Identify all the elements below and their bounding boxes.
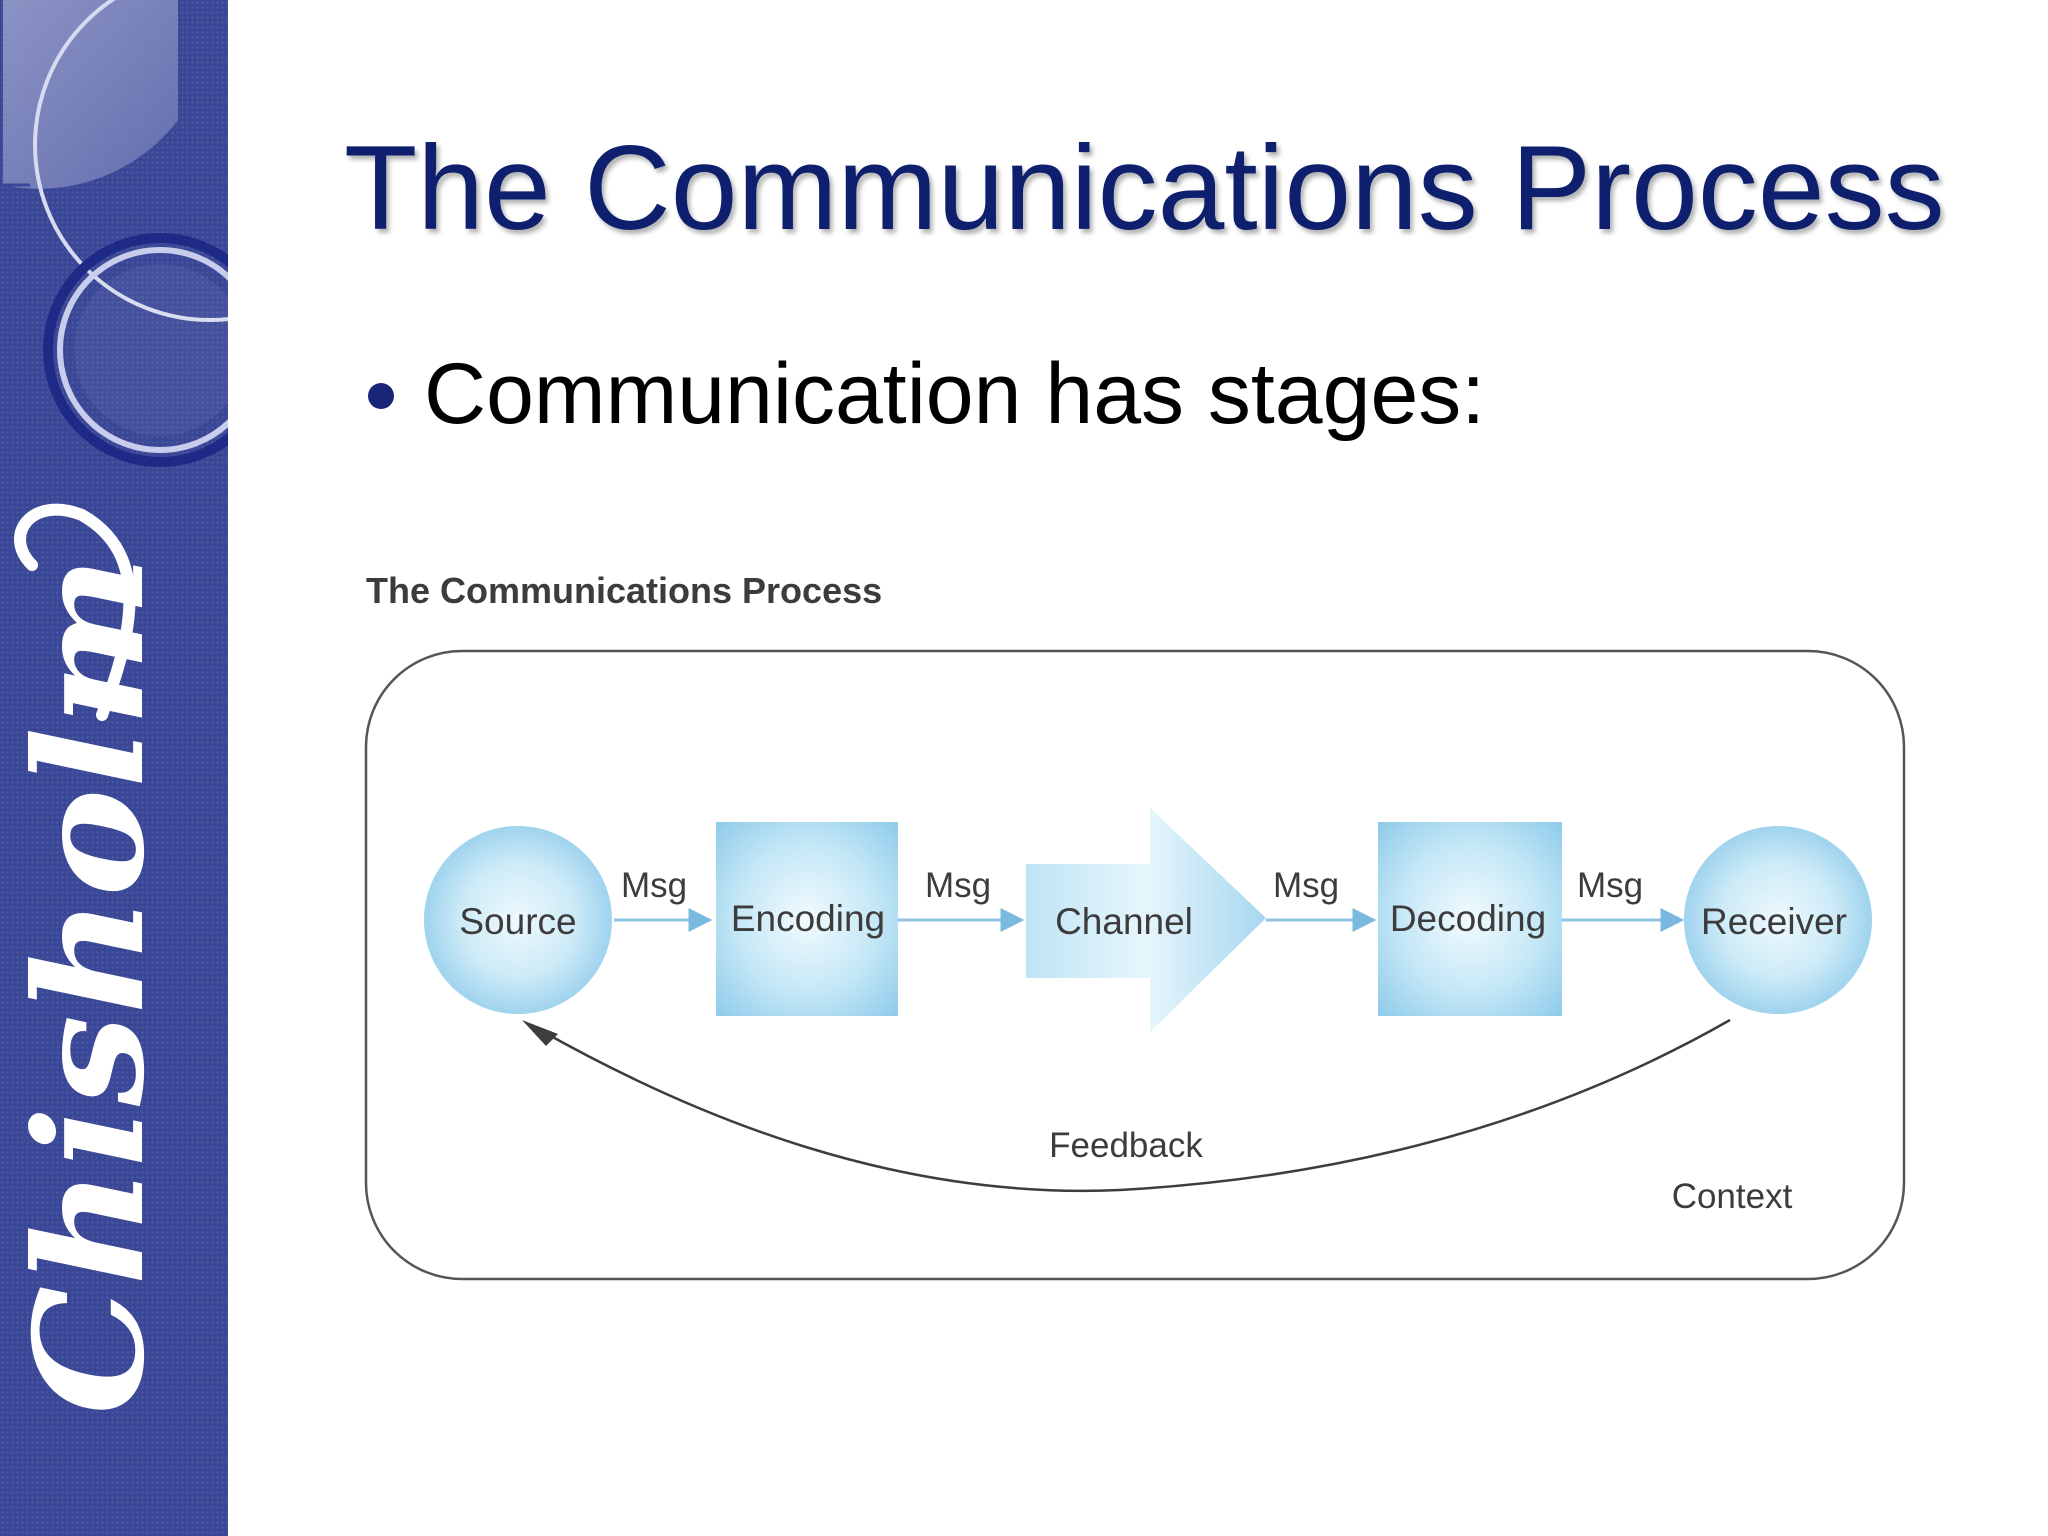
bullet-text: Communication has stages: bbox=[424, 345, 1486, 442]
node-source bbox=[424, 826, 612, 1014]
node-receiver bbox=[1684, 826, 1872, 1014]
decor-square bbox=[0, 0, 178, 189]
node-receiver-label: Receiver bbox=[1701, 901, 1847, 942]
node-encoding-label: Encoding bbox=[731, 898, 885, 939]
edge-label-msg-1: Msg bbox=[621, 866, 687, 905]
chisholm-logo-text: Chisholm bbox=[2, 555, 178, 1415]
decor-ring-light bbox=[57, 247, 228, 453]
edge-label-msg-3: Msg bbox=[1273, 866, 1339, 905]
bullet-item: Communication has stages: bbox=[368, 344, 1485, 444]
side-band: Chisholm bbox=[0, 0, 228, 1536]
side-art: Chisholm bbox=[0, 0, 228, 1415]
feedback-arrowhead bbox=[522, 1020, 558, 1046]
edge-label-msg-2: Msg bbox=[925, 866, 991, 905]
decor-circle-large bbox=[33, 0, 228, 322]
feedback-arrow bbox=[539, 1018, 1731, 1193]
slide-title: The Communications Process bbox=[344, 121, 1945, 255]
node-decoding-label: Decoding bbox=[1390, 898, 1546, 939]
node-channel bbox=[1026, 808, 1266, 1032]
node-decoding bbox=[1378, 822, 1562, 1016]
node-source-label: Source bbox=[459, 901, 576, 942]
feedback-label: Feedback bbox=[1049, 1126, 1203, 1165]
context-label: Context bbox=[1672, 1177, 1793, 1216]
decor-ring-dark bbox=[43, 233, 228, 467]
diagram-heading: The Communications Process bbox=[366, 570, 882, 611]
node-channel-label: Channel bbox=[1055, 901, 1193, 942]
chisholm-logo: Chisholm bbox=[2, 503, 178, 1415]
node-encoding bbox=[716, 822, 898, 1016]
bullet-dot bbox=[368, 383, 394, 409]
edge-label-msg-4: Msg bbox=[1577, 866, 1643, 905]
